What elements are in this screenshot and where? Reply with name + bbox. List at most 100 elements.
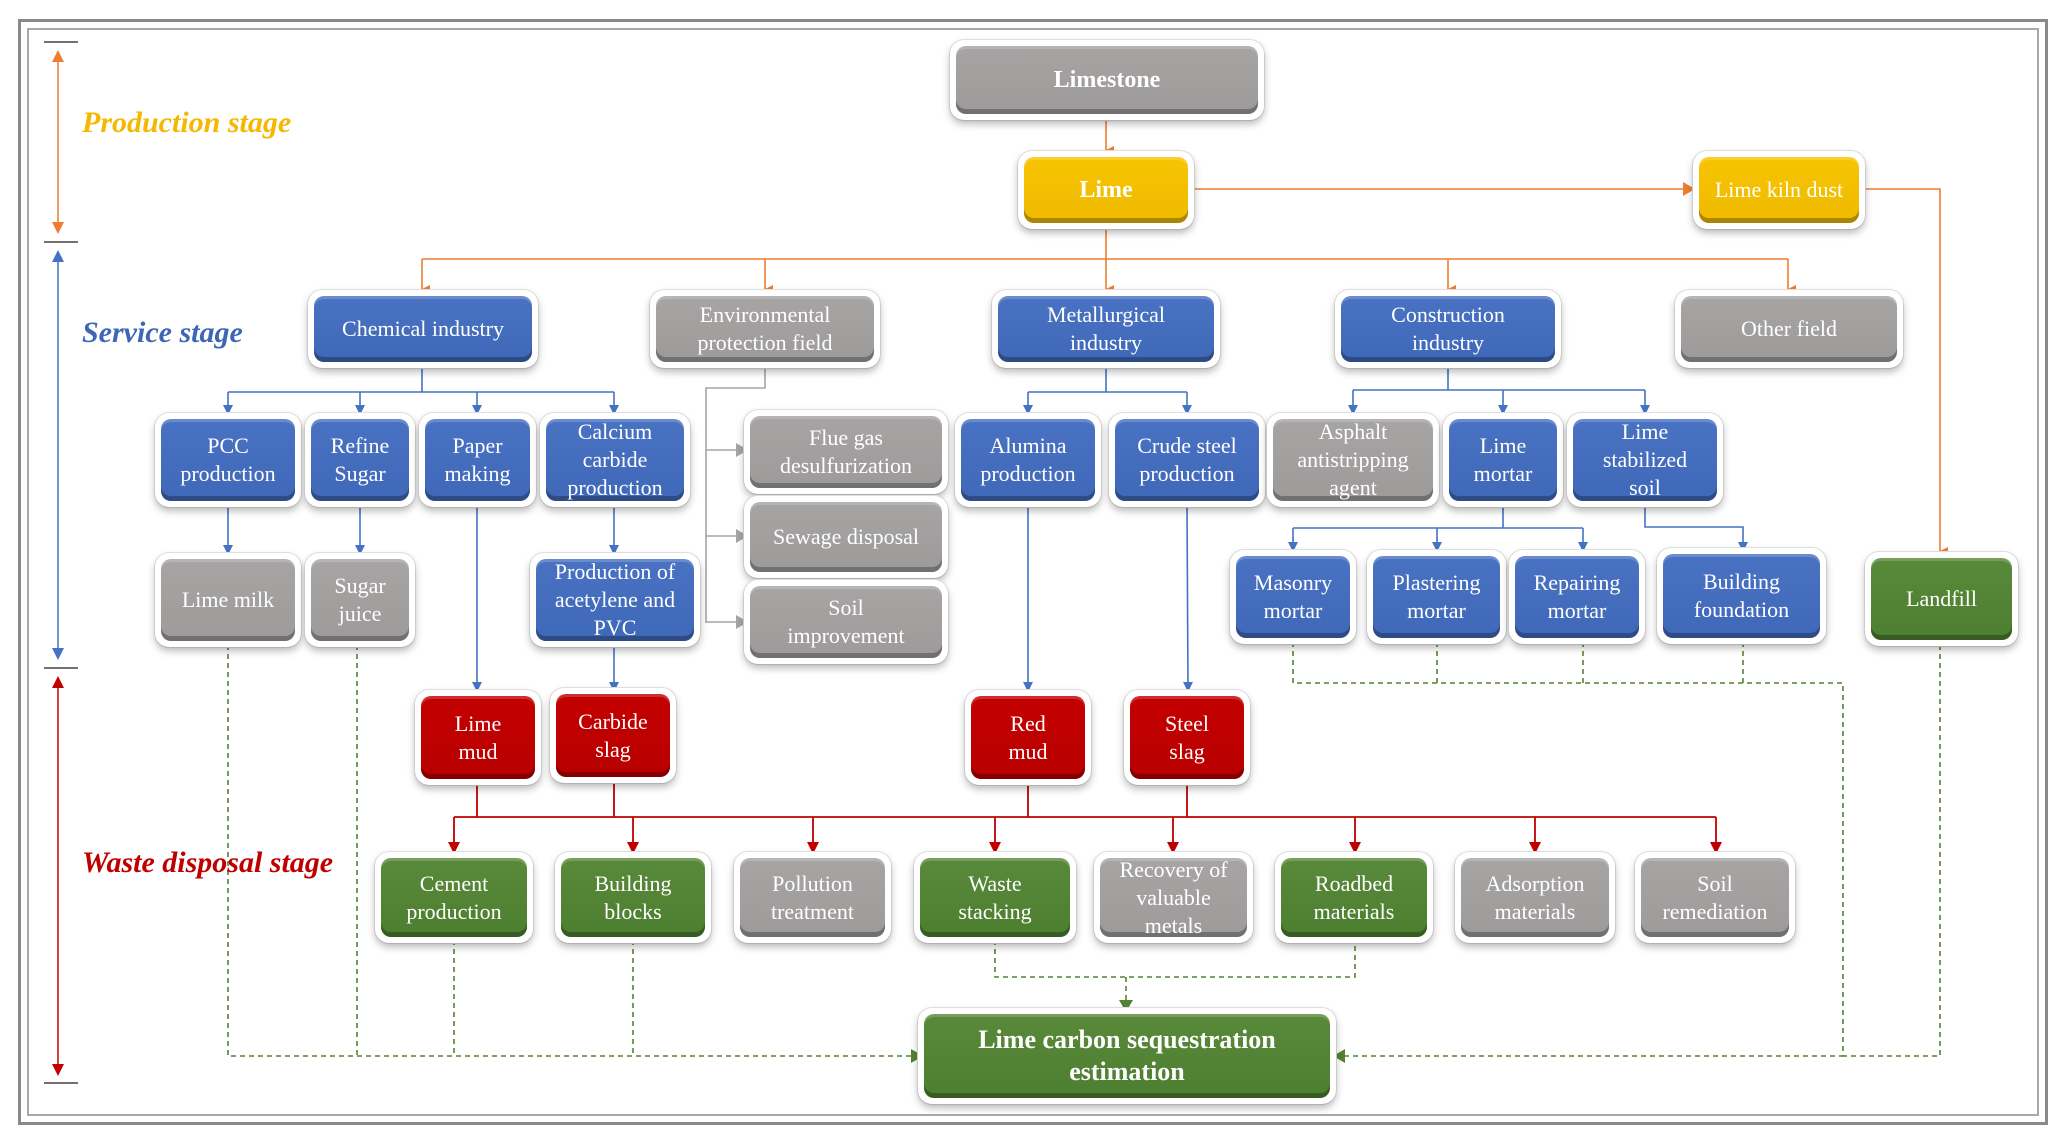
node-building-foundation-label: Building foundation: [1663, 554, 1820, 638]
arrowhead-icon: [736, 443, 748, 457]
dashed-stacking-roadbed: [994, 940, 1356, 978]
node-adsorption-materials-label: Adsorption materials: [1461, 858, 1609, 937]
node-lime-mortar-label: Lime mortar: [1449, 419, 1557, 501]
node-carbide-slag-label: Carbide slag: [556, 694, 670, 777]
node-refine-sugar-label: Refine Sugar: [311, 419, 409, 501]
node-limestone[interactable]: Limestone: [950, 40, 1264, 120]
node-crude-steel-production-label: Crude steel production: [1115, 419, 1259, 501]
production-stage-label: Production stage: [82, 106, 292, 139]
node-pollution-treatment-label: Pollution treatment: [740, 858, 885, 937]
arrowhead-icon: [52, 250, 64, 262]
node-other-field[interactable]: Other field: [1675, 290, 1903, 368]
gray-links: [705, 365, 766, 623]
arrowhead-icon: [736, 615, 748, 629]
green-dashed-links: [227, 642, 1941, 1057]
node-metallurgical-industry[interactable]: Metallurgical industry: [992, 290, 1220, 368]
node-construction-industry-label: Construction industry: [1341, 296, 1555, 362]
node-roadbed-materials-label: Roadbed materials: [1281, 858, 1427, 937]
node-landfill[interactable]: Landfill: [1865, 552, 2018, 646]
node-building-blocks[interactable]: Building blocks: [555, 852, 711, 943]
node-flue-gas-desulfurization-label: Flue gas desulfurization: [750, 416, 942, 488]
node-calcium-carbide-production[interactable]: Calcium carbide production: [540, 413, 690, 507]
node-roadbed-materials[interactable]: Roadbed materials: [1275, 852, 1433, 943]
node-sugar-juice[interactable]: Sugar juice: [305, 553, 415, 647]
node-flue-gas-desulfurization[interactable]: Flue gas desulfurization: [744, 410, 948, 494]
node-recovery-valuable-metals-label: Recovery of valuable metals: [1100, 857, 1247, 938]
node-landfill-label: Landfill: [1871, 558, 2012, 640]
node-lime-label: Lime: [1024, 157, 1188, 223]
node-sewage-disposal-label: Sewage disposal: [750, 502, 942, 572]
node-construction-industry[interactable]: Construction industry: [1335, 290, 1561, 368]
node-lime-stabilized-soil[interactable]: Lime stabilized soil: [1567, 413, 1723, 507]
node-paper-making-label: Paper making: [425, 419, 530, 501]
node-repairing-mortar-label: Repairing mortar: [1515, 556, 1639, 638]
arrowhead-icon: [52, 50, 64, 62]
node-paper-making[interactable]: Paper making: [419, 413, 536, 507]
node-recovery-valuable-metals[interactable]: Recovery of valuable metals: [1094, 852, 1253, 943]
node-waste-stacking[interactable]: Waste stacking: [914, 852, 1076, 943]
arrowhead-icon: [911, 1049, 923, 1063]
node-soil-remediation[interactable]: Soil remediation: [1635, 852, 1795, 943]
node-cement-production-label: Cement production: [381, 858, 527, 937]
node-soil-improvement[interactable]: Soil improvement: [744, 580, 948, 664]
node-carbon-sequestration-estimation[interactable]: Lime carbon sequestration estimation: [918, 1008, 1336, 1104]
link-stabilized-foundation: [1644, 505, 1748, 552]
node-red-mud[interactable]: Red mud: [965, 690, 1091, 785]
node-limestone-label: Limestone: [956, 46, 1258, 114]
node-chemical-industry[interactable]: Chemical industry: [308, 290, 538, 368]
node-acetylene-pvc[interactable]: Production of acetylene and PVC: [530, 553, 700, 647]
node-repairing-mortar[interactable]: Repairing mortar: [1509, 550, 1645, 644]
dashed-landfill: [1843, 645, 1941, 1057]
node-adsorption-materials[interactable]: Adsorption materials: [1455, 852, 1615, 943]
stage-axis: [44, 41, 78, 1084]
arrowhead-icon: [52, 222, 64, 234]
node-environmental-protection-label: Environmental protection field: [656, 296, 874, 362]
red-links: [448, 782, 1722, 854]
node-lime-mud[interactable]: Lime mud: [415, 690, 541, 785]
node-soil-improvement-label: Soil improvement: [750, 586, 942, 658]
node-environmental-protection[interactable]: Environmental protection field: [650, 290, 880, 368]
node-lime-mud-label: Lime mud: [421, 696, 535, 779]
node-chemical-industry-label: Chemical industry: [314, 296, 532, 362]
dashed-construction-group: [1292, 642, 1844, 1057]
node-masonry-mortar-label: Masonry mortar: [1236, 556, 1350, 638]
node-lime-kiln-dust[interactable]: Lime kiln dust: [1693, 151, 1865, 229]
node-lime-kiln-dust-label: Lime kiln dust: [1699, 157, 1859, 223]
node-lime[interactable]: Lime: [1018, 151, 1194, 229]
arrowhead-icon: [52, 676, 64, 688]
arrowhead-icon: [1683, 182, 1695, 196]
arrowhead-icon: [52, 1064, 64, 1076]
node-red-mud-label: Red mud: [971, 696, 1085, 779]
node-other-field-label: Other field: [1681, 296, 1897, 362]
node-plastering-mortar[interactable]: Plastering mortar: [1367, 550, 1506, 644]
service-stage-label: Service stage: [82, 316, 243, 349]
waste-stage-label: Waste disposal stage: [82, 846, 334, 879]
arrowhead-icon: [1333, 1049, 1345, 1063]
node-pollution-treatment[interactable]: Pollution treatment: [734, 852, 891, 943]
node-lime-stabilized-soil-label: Lime stabilized soil: [1573, 419, 1717, 501]
node-acetylene-pvc-label: Production of acetylene and PVC: [536, 559, 694, 641]
environment-trunk: [705, 365, 766, 623]
node-crude-steel-production[interactable]: Crude steel production: [1109, 413, 1265, 507]
arrowhead-icon: [1119, 1000, 1133, 1012]
node-refine-sugar[interactable]: Refine Sugar: [305, 413, 415, 507]
link-kilndust-landfill: [1862, 188, 1948, 557]
node-steel-slag[interactable]: Steel slag: [1124, 690, 1250, 785]
node-sewage-disposal[interactable]: Sewage disposal: [744, 496, 948, 578]
orange-links: [420, 118, 1948, 557]
node-waste-stacking-label: Waste stacking: [920, 858, 1070, 937]
link-crude-steelslag: [1183, 504, 1193, 692]
node-lime-mortar[interactable]: Lime mortar: [1443, 413, 1563, 507]
node-building-foundation[interactable]: Building foundation: [1657, 548, 1826, 644]
node-cement-production[interactable]: Cement production: [375, 852, 533, 943]
node-alumina-production[interactable]: Alumina production: [955, 413, 1101, 507]
node-carbide-slag[interactable]: Carbide slag: [550, 688, 676, 783]
node-alumina-production-label: Alumina production: [961, 419, 1095, 501]
node-pcc-production[interactable]: PCC production: [155, 413, 301, 507]
node-asphalt-antistripping-agent[interactable]: Asphalt antistripping agent: [1267, 413, 1439, 507]
node-masonry-mortar[interactable]: Masonry mortar: [1230, 550, 1356, 644]
node-lime-milk[interactable]: Lime milk: [155, 553, 301, 647]
inner-frame: [27, 28, 2039, 1116]
dashed-limemilk: [227, 645, 912, 1057]
